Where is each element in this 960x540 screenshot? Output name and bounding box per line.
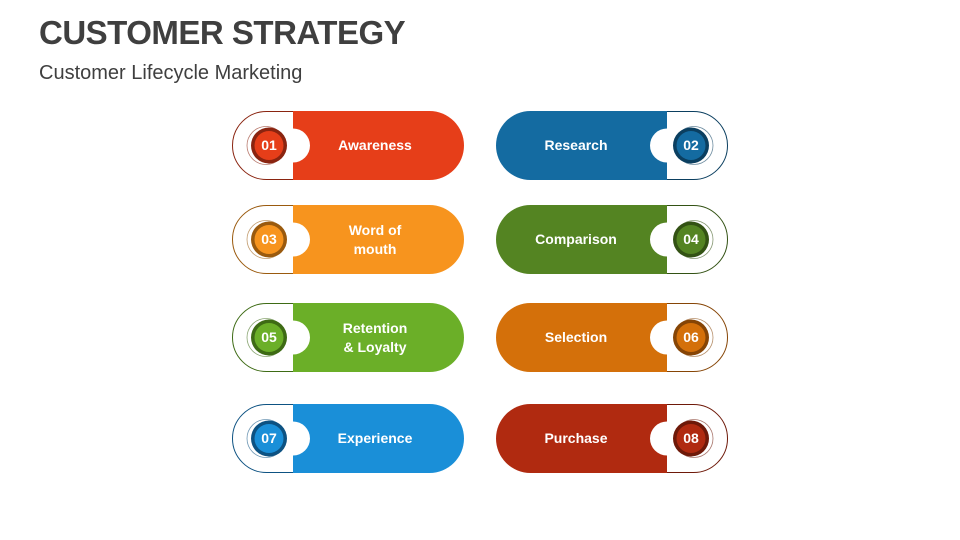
step-card-01: 01 Awareness: [232, 111, 464, 180]
step-label: Research: [544, 137, 608, 153]
step-number: 05: [261, 329, 277, 345]
step-label: Awareness: [338, 137, 412, 153]
step-number: 03: [261, 231, 277, 247]
step-label: Retention & Loyalty: [342, 319, 408, 355]
page-title: CUSTOMER STRATEGY: [39, 14, 406, 51]
step-number: 06: [683, 329, 699, 345]
step-number: 02: [683, 137, 699, 153]
step-label: Comparison: [535, 231, 617, 247]
step-shape: [496, 205, 728, 274]
step-label: Word of mouth: [348, 221, 402, 257]
step-shape: [232, 111, 464, 180]
step-shape: [232, 303, 464, 372]
step-card-08: 08 Purchase: [496, 404, 728, 473]
step-card-02: 02 Research: [496, 111, 728, 180]
step-shape: [496, 111, 728, 180]
step-card-06: 06 Selection: [496, 303, 728, 372]
page-subtitle: Customer Lifecycle Marketing: [39, 62, 303, 84]
step-card-04: 04 Comparison: [496, 205, 728, 274]
step-shape: [496, 404, 728, 473]
step-card-05: 05 Retention & Loyalty: [232, 303, 464, 372]
step-number: 08: [683, 430, 699, 446]
step-label: Experience: [337, 430, 413, 446]
step-number: 04: [683, 231, 699, 247]
step-shape: [232, 205, 464, 274]
step-card-03: 03 Word of mouth: [232, 205, 464, 274]
step-shape: [496, 303, 728, 372]
step-label: Selection: [544, 329, 608, 345]
step-number: 01: [261, 137, 277, 153]
step-label: Purchase: [544, 430, 608, 446]
step-card-07: 07 Experience: [232, 404, 464, 473]
step-shape: [232, 404, 464, 473]
step-number: 07: [261, 430, 277, 446]
